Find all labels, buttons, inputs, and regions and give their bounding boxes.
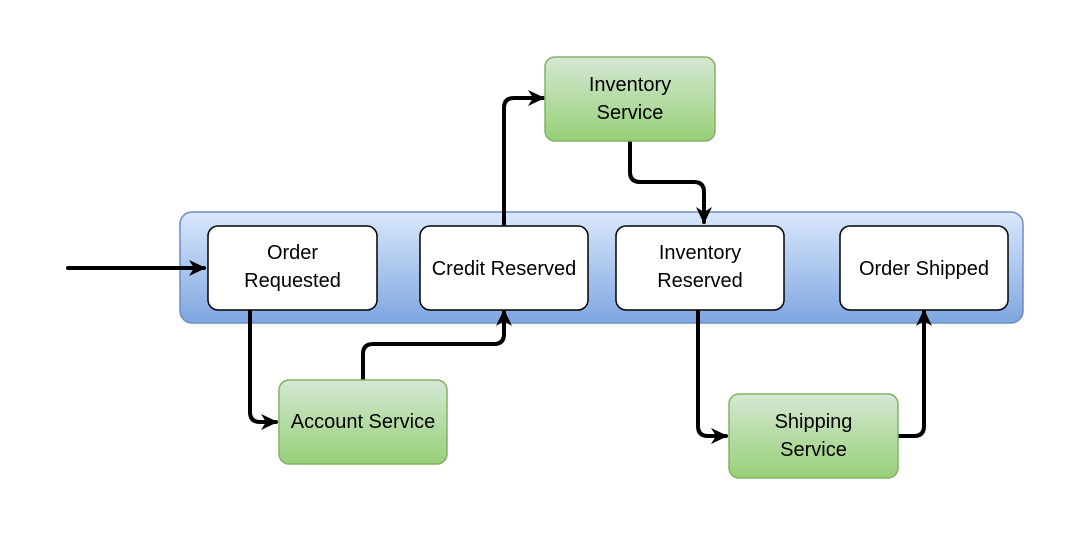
service-shipping: Shipping Service [728,393,899,479]
service-inventory: Inventory Service [544,56,716,142]
service-inventory-label-line2: Service [597,102,664,124]
state-order-shipped-label: Order Shipped [859,258,989,280]
service-shipping-label-line1: Shipping [775,411,853,433]
service-inventory-box [544,56,716,142]
inventory-reserved-to-shipping-arrow [696,308,728,444]
state-inventory-reserved: Inventory Reserved [615,225,785,311]
state-order-shipped: Order Shipped [839,225,1009,311]
service-inventory-label-line1: Inventory [589,74,671,96]
inventory-service-to-inventory-reserved-arrow [628,140,712,224]
state-credit-reserved-box [419,225,589,311]
state-order-requested-label-line1: Order [267,242,318,264]
order-to-account-arrow [248,308,278,430]
shipping-to-order-shipped-arrow [896,309,932,438]
state-credit-reserved-label: Credit Reserved [432,258,577,280]
state-inventory-reserved-label-line2: Reserved [657,270,743,292]
state-order-requested: Order Requested [207,225,378,311]
state-inventory-reserved-label-line1: Inventory [659,242,741,264]
account-to-credit-arrow [361,309,512,382]
service-shipping-label-line2: Service [780,439,847,461]
state-credit-reserved: Credit Reserved [419,225,589,311]
connectors [66,90,932,444]
service-account-label: Account Service [291,411,436,433]
state-inventory-reserved-box [615,225,785,311]
service-account: Account Service [278,379,448,465]
credit-to-inventory-service-arrow [502,90,545,226]
state-order-requested-box [207,225,378,311]
state-order-shipped-box [839,225,1009,311]
service-shipping-box [728,393,899,479]
state-order-requested-label-line2: Requested [244,270,341,292]
service-account-box [278,379,448,465]
